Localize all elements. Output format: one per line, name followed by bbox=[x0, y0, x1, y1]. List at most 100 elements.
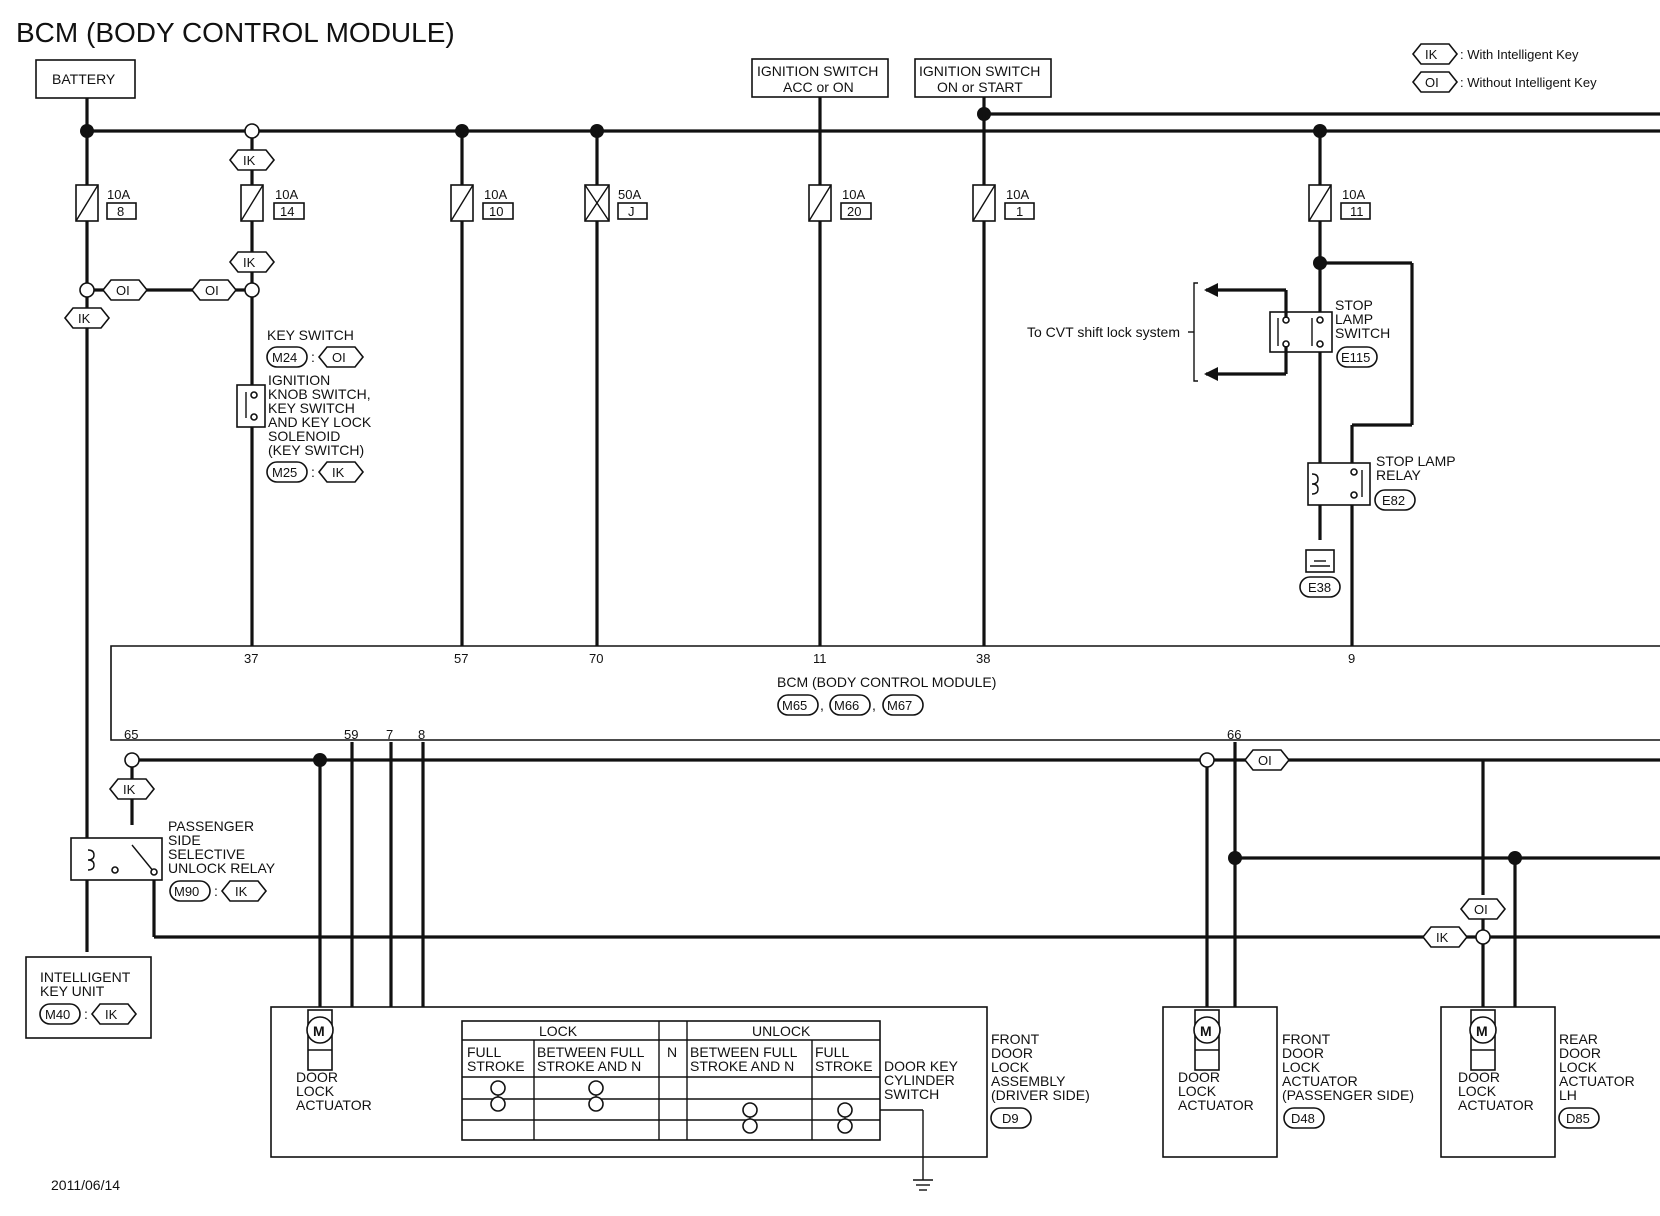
svg-text:DOOR: DOOR bbox=[1559, 1045, 1601, 1061]
svg-text:DOOR KEY: DOOR KEY bbox=[884, 1058, 959, 1074]
svg-text:STROKE AND N: STROKE AND N bbox=[690, 1058, 794, 1074]
door-key-cylinder-table: LOCK UNLOCK N FULL STROKE BETWEEN FULL S… bbox=[461, 1020, 924, 1180]
svg-text:10A: 10A bbox=[275, 187, 298, 202]
bcm-module: 37 57 70 11 38 9 BCM (BODY CONTROL MODUL… bbox=[110, 645, 1660, 742]
bcm-pin-70: 70 bbox=[589, 651, 603, 666]
bcm-pin-11: 11 bbox=[813, 651, 827, 666]
svg-text:ACTUATOR: ACTUATOR bbox=[1559, 1073, 1635, 1089]
svg-text::: : bbox=[84, 1006, 88, 1022]
svg-text:M25: M25 bbox=[272, 465, 297, 480]
svg-text:(DRIVER SIDE): (DRIVER SIDE) bbox=[991, 1087, 1090, 1103]
svg-text:OI: OI bbox=[332, 350, 346, 365]
ign-switch-acc-box bbox=[751, 58, 889, 98]
svg-text:E115: E115 bbox=[1341, 350, 1370, 365]
svg-text:UNLOCK RELAY: UNLOCK RELAY bbox=[168, 860, 276, 876]
svg-text:FRONT: FRONT bbox=[991, 1031, 1040, 1047]
svg-text:STOP: STOP bbox=[1335, 297, 1373, 313]
svg-text:10A: 10A bbox=[107, 187, 130, 202]
svg-text:ASSEMBLY: ASSEMBLY bbox=[991, 1073, 1066, 1089]
oi-tag-right: OI bbox=[191, 279, 237, 301]
svg-text:STROKE AND N: STROKE AND N bbox=[537, 1058, 641, 1074]
svg-text:DOOR: DOOR bbox=[1458, 1069, 1500, 1085]
svg-text:J: J bbox=[628, 204, 635, 219]
svg-text::: : bbox=[311, 464, 315, 480]
legend-ik-text: : With Intelligent Key bbox=[1460, 47, 1579, 62]
diagram-date: 2011/06/14 bbox=[51, 1177, 120, 1193]
svg-text:IK: IK bbox=[243, 255, 256, 270]
svg-text:KEY SWITCH: KEY SWITCH bbox=[268, 400, 355, 416]
svg-text::: : bbox=[214, 883, 218, 899]
svg-text:DOOR: DOOR bbox=[1178, 1069, 1220, 1085]
feeder-wires bbox=[85, 114, 1414, 952]
fuse-10: 10A 10 bbox=[450, 184, 514, 222]
svg-text:,: , bbox=[820, 697, 824, 713]
svg-text:M66: M66 bbox=[834, 698, 859, 713]
svg-text:IK: IK bbox=[78, 311, 91, 326]
svg-text:M: M bbox=[313, 1023, 325, 1039]
battery-box bbox=[35, 59, 136, 99]
bcm-pin-7: 7 bbox=[386, 727, 393, 742]
svg-text:FULL: FULL bbox=[815, 1044, 849, 1060]
svg-text:PASSENGER: PASSENGER bbox=[168, 818, 254, 834]
svg-text:OI: OI bbox=[205, 283, 219, 298]
svg-text:M: M bbox=[1476, 1023, 1488, 1039]
svg-text:IK: IK bbox=[123, 782, 136, 797]
cvt-shift-lock-text: To CVT shift lock system bbox=[1027, 324, 1180, 340]
svg-text:IK: IK bbox=[332, 465, 345, 480]
svg-text:,: , bbox=[872, 697, 876, 713]
ign-switch-start-line2: ON or START bbox=[937, 79, 1023, 95]
svg-text:M67: M67 bbox=[887, 698, 912, 713]
svg-text:ACTUATOR: ACTUATOR bbox=[296, 1097, 372, 1113]
svg-text:BETWEEN FULL: BETWEEN FULL bbox=[537, 1044, 645, 1060]
battery-label: BATTERY bbox=[52, 71, 116, 87]
svg-text:LOCK: LOCK bbox=[539, 1023, 578, 1039]
lower-wiring: OI OI IK IK bbox=[109, 742, 1660, 1131]
svg-text:DOOR: DOOR bbox=[296, 1069, 338, 1085]
stop-lamp-switch: To CVT shift lock system STOP LAMP SWITC… bbox=[1027, 282, 1390, 382]
svg-text:STROKE: STROKE bbox=[815, 1058, 873, 1074]
bcm-pin-57: 57 bbox=[454, 651, 468, 666]
svg-text:M24: M24 bbox=[272, 350, 297, 365]
legend-oi-text: : Without Intelligent Key bbox=[1460, 75, 1597, 90]
svg-text:AND KEY LOCK: AND KEY LOCK bbox=[268, 414, 372, 430]
fuse-1: 10A 1 bbox=[972, 184, 1035, 222]
svg-text:KNOB SWITCH,: KNOB SWITCH, bbox=[268, 386, 371, 402]
svg-text:20: 20 bbox=[847, 204, 861, 219]
fuse-11: 10A 11 bbox=[1308, 184, 1371, 222]
bcm-pin-9: 9 bbox=[1348, 651, 1355, 666]
svg-text:E38: E38 bbox=[1308, 580, 1331, 595]
bcm-pin-38: 38 bbox=[976, 651, 990, 666]
svg-text:IK: IK bbox=[1436, 930, 1449, 945]
svg-text:IGNITION: IGNITION bbox=[268, 372, 330, 388]
svg-text:(PASSENGER SIDE): (PASSENGER SIDE) bbox=[1282, 1087, 1414, 1103]
svg-text:E82: E82 bbox=[1382, 493, 1405, 508]
svg-text:STROKE: STROKE bbox=[467, 1058, 525, 1074]
svg-text:1: 1 bbox=[1016, 204, 1023, 219]
front-door-lock-driver: M DOOR LOCK ACTUATOR LOCK UNLOCK N FULL … bbox=[270, 1006, 988, 1180]
svg-text:REAR: REAR bbox=[1559, 1031, 1598, 1047]
rear-door-lock-lh: M DOOR LOCK ACTUATOR REAR DOOR LOCK ACTU… bbox=[1440, 1006, 1635, 1158]
svg-text:10A: 10A bbox=[1342, 187, 1365, 202]
svg-text:M40: M40 bbox=[45, 1007, 70, 1022]
svg-text:D85: D85 bbox=[1566, 1111, 1590, 1126]
svg-text:LOCK: LOCK bbox=[296, 1083, 335, 1099]
svg-text:KEY UNIT: KEY UNIT bbox=[40, 983, 105, 999]
svg-text:ACTUATOR: ACTUATOR bbox=[1178, 1097, 1254, 1113]
svg-text:SIDE: SIDE bbox=[168, 832, 201, 848]
svg-text:OI: OI bbox=[1258, 753, 1272, 768]
bcm-pin-8: 8 bbox=[418, 727, 425, 742]
option-splices-top: IK IK OI OI IK bbox=[64, 149, 275, 329]
oi-tag-rear: OI bbox=[1460, 898, 1506, 920]
svg-text:SWITCH: SWITCH bbox=[884, 1086, 939, 1102]
svg-text:IK: IK bbox=[243, 153, 256, 168]
intelligent-key-unit: INTELLIGENT KEY UNIT M40 : IK bbox=[25, 956, 152, 1039]
svg-text:SWITCH: SWITCH bbox=[1335, 325, 1390, 341]
svg-text:INTELLIGENT: INTELLIGENT bbox=[40, 969, 131, 985]
svg-text:LOCK: LOCK bbox=[991, 1059, 1030, 1075]
oi-tag-left: OI bbox=[102, 279, 148, 301]
svg-text:10: 10 bbox=[489, 204, 503, 219]
legend-ik-code: IK bbox=[1425, 47, 1438, 62]
passenger-unlock-relay: PASSENGER SIDE SELECTIVE UNLOCK RELAY M9… bbox=[70, 818, 276, 902]
ik-tag-fuse14-top: IK bbox=[229, 149, 275, 171]
svg-text:M: M bbox=[1200, 1023, 1212, 1039]
